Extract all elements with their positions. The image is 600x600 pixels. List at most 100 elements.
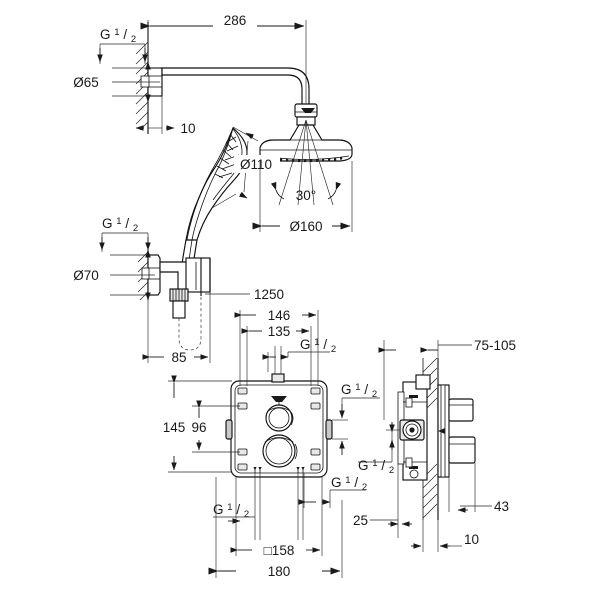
g-label-den-4: 2	[372, 389, 377, 400]
dim-box-outer-width: 180	[208, 477, 343, 579]
g-label-prefix-8: G	[358, 458, 369, 473]
g-label-prefix-1: G	[100, 27, 111, 42]
dim-hand-shower-diameter: Ø110	[211, 126, 280, 209]
svg-text:G 1 /: G 1 / 2	[341, 378, 377, 400]
g-label-num-3: 1	[314, 337, 319, 348]
handle-lower-section	[448, 436, 476, 464]
dim-75-105-label: 75-105	[474, 338, 516, 353]
g-label-prefix-6: G	[213, 502, 224, 517]
dim-30deg-label: 30°	[296, 188, 316, 203]
dim-arm-projection: 286	[140, 13, 307, 104]
g-thread-holder-inlet-label: G 1 / 2	[99, 212, 151, 252]
g-label-prefix-4: G	[341, 382, 352, 397]
box-port-left	[225, 419, 233, 440]
svg-text:G 1 /: G 1 / 2	[300, 333, 336, 355]
box-side-ports	[225, 419, 333, 440]
dim-box-height-total: 145	[163, 375, 232, 473]
dim-96-label: 96	[191, 420, 206, 435]
dim-85-label: 85	[171, 350, 186, 365]
trim-handles-section	[448, 398, 476, 464]
dim-box-recess: 25	[353, 464, 412, 538]
g-label-den-1: 2	[131, 34, 136, 45]
dim-d65-label: Ø65	[73, 75, 99, 90]
dim-spray-angle: 30°	[270, 181, 342, 203]
g-label-den-3: 2	[331, 344, 336, 355]
box-opening-lower	[262, 434, 298, 468]
g-label-den-6: 2	[244, 509, 249, 520]
dim-box-port-spacing: 135	[241, 324, 312, 386]
rough-in-box-front-view: 146 135 G 1 / 2	[163, 308, 380, 579]
box-mounting-lugs	[237, 387, 321, 471]
g-thread-section-left-label: G 1 / 2	[358, 422, 395, 476]
g-label-num-5: 1	[345, 475, 350, 486]
g-label-num-2: 1	[116, 216, 121, 227]
dim-holder-flange-diameter: Ø70	[73, 249, 158, 301]
g-label-den-5: 2	[362, 482, 367, 493]
dim-wall-flange-diameter: Ø65	[73, 61, 160, 103]
g-label-prefix-2: G	[102, 216, 113, 231]
g-thread-box-right-lower-label: G 1 / 2	[298, 471, 367, 508]
holder-outlet-body	[159, 257, 211, 293]
dim-d70-label: Ø70	[73, 268, 99, 283]
dim-d110-label: Ø110	[240, 157, 272, 172]
box-top-clip	[271, 396, 287, 402]
hand-shower-view: Ø110	[180, 126, 280, 273]
dim-d160-label: Ø160	[289, 219, 322, 234]
g-thread-box-bottom-left-label: G 1 / 2	[213, 473, 261, 540]
hose-connector	[169, 288, 189, 319]
g-thread-box-top-label: G 1 / 2	[262, 333, 336, 372]
dim-wall-face-offset: 10	[411, 520, 479, 552]
dim-holder-projection: 85	[142, 292, 211, 365]
dim-286-label: 286	[224, 13, 247, 28]
shower-arm-body	[161, 67, 310, 106]
dim-head-diameter: Ø160	[252, 161, 353, 234]
box-port-right	[325, 419, 333, 440]
box-opening-upper	[265, 404, 294, 432]
hand-shower-holder-view: G 1 / 2 Ø70 1250 85	[73, 212, 284, 365]
cartridge-section	[386, 419, 425, 441]
g-thread-box-bottom-right-label: G	[297, 473, 304, 540]
spray-cone-lines	[278, 119, 334, 206]
dim-145-label: 145	[163, 420, 186, 435]
overhead-shower-view: 286 G 1 / 2 Ø65	[73, 13, 353, 206]
dim-43-label: 43	[494, 499, 509, 514]
g-label-prefix-3: G	[300, 337, 311, 352]
g-label-den-8: 2	[389, 465, 394, 476]
dim-158-label: □158	[264, 543, 295, 558]
dim-box-square: □158	[230, 477, 323, 558]
shower-hose	[178, 296, 202, 351]
dim-146-label: 146	[268, 308, 291, 323]
trim-escutcheon-section	[437, 384, 450, 478]
dim-25-label: 25	[353, 513, 368, 528]
hand-shower-body	[185, 126, 248, 241]
dim-wall-thickness-range: 75-105	[378, 338, 516, 420]
handle-upper-section	[448, 398, 474, 422]
g-label-num-1: 1	[114, 27, 119, 38]
svg-text:G 1 /: G 1 / 2	[358, 454, 394, 476]
spray-angle-dims: 30° Ø160	[252, 161, 353, 234]
dim-180-label: 180	[268, 564, 291, 579]
dim-box-inner-width: 146	[234, 308, 319, 386]
dim-box-height-inner: 96	[191, 400, 240, 453]
dim-hose-length: 1250	[205, 287, 284, 302]
box-port-top	[271, 346, 285, 383]
g-thread-box-right-upper-label: G 1 / 2	[332, 378, 380, 455]
g-label-num-6: 1	[227, 502, 232, 513]
svg-text:G 1 /: G 1 / 2	[213, 498, 249, 520]
dim-1250-label: 1250	[254, 287, 284, 302]
svg-text:G 1 /: G 1 / 2	[331, 471, 367, 493]
dim-10-bottom-label: 10	[464, 532, 479, 547]
g-thread-arm-inlet-label: G 1 / 2	[97, 27, 148, 64]
dim-trim-depth: 43	[448, 463, 509, 514]
g-label-den-2: 2	[133, 223, 138, 234]
box-bottom-outlets	[253, 467, 305, 473]
svg-text:G 1 /: G 1 / 2	[102, 212, 138, 234]
dim-wall-offset-top: 10	[135, 96, 196, 136]
dim-10-top-label: 10	[180, 121, 195, 136]
g-label-num-4: 1	[355, 382, 360, 393]
rough-in-box-side-section: 75-105 G 1 / 2 43	[353, 338, 516, 552]
g-label-num-8: 1	[372, 458, 377, 469]
g-label-prefix-5: G	[331, 475, 342, 490]
